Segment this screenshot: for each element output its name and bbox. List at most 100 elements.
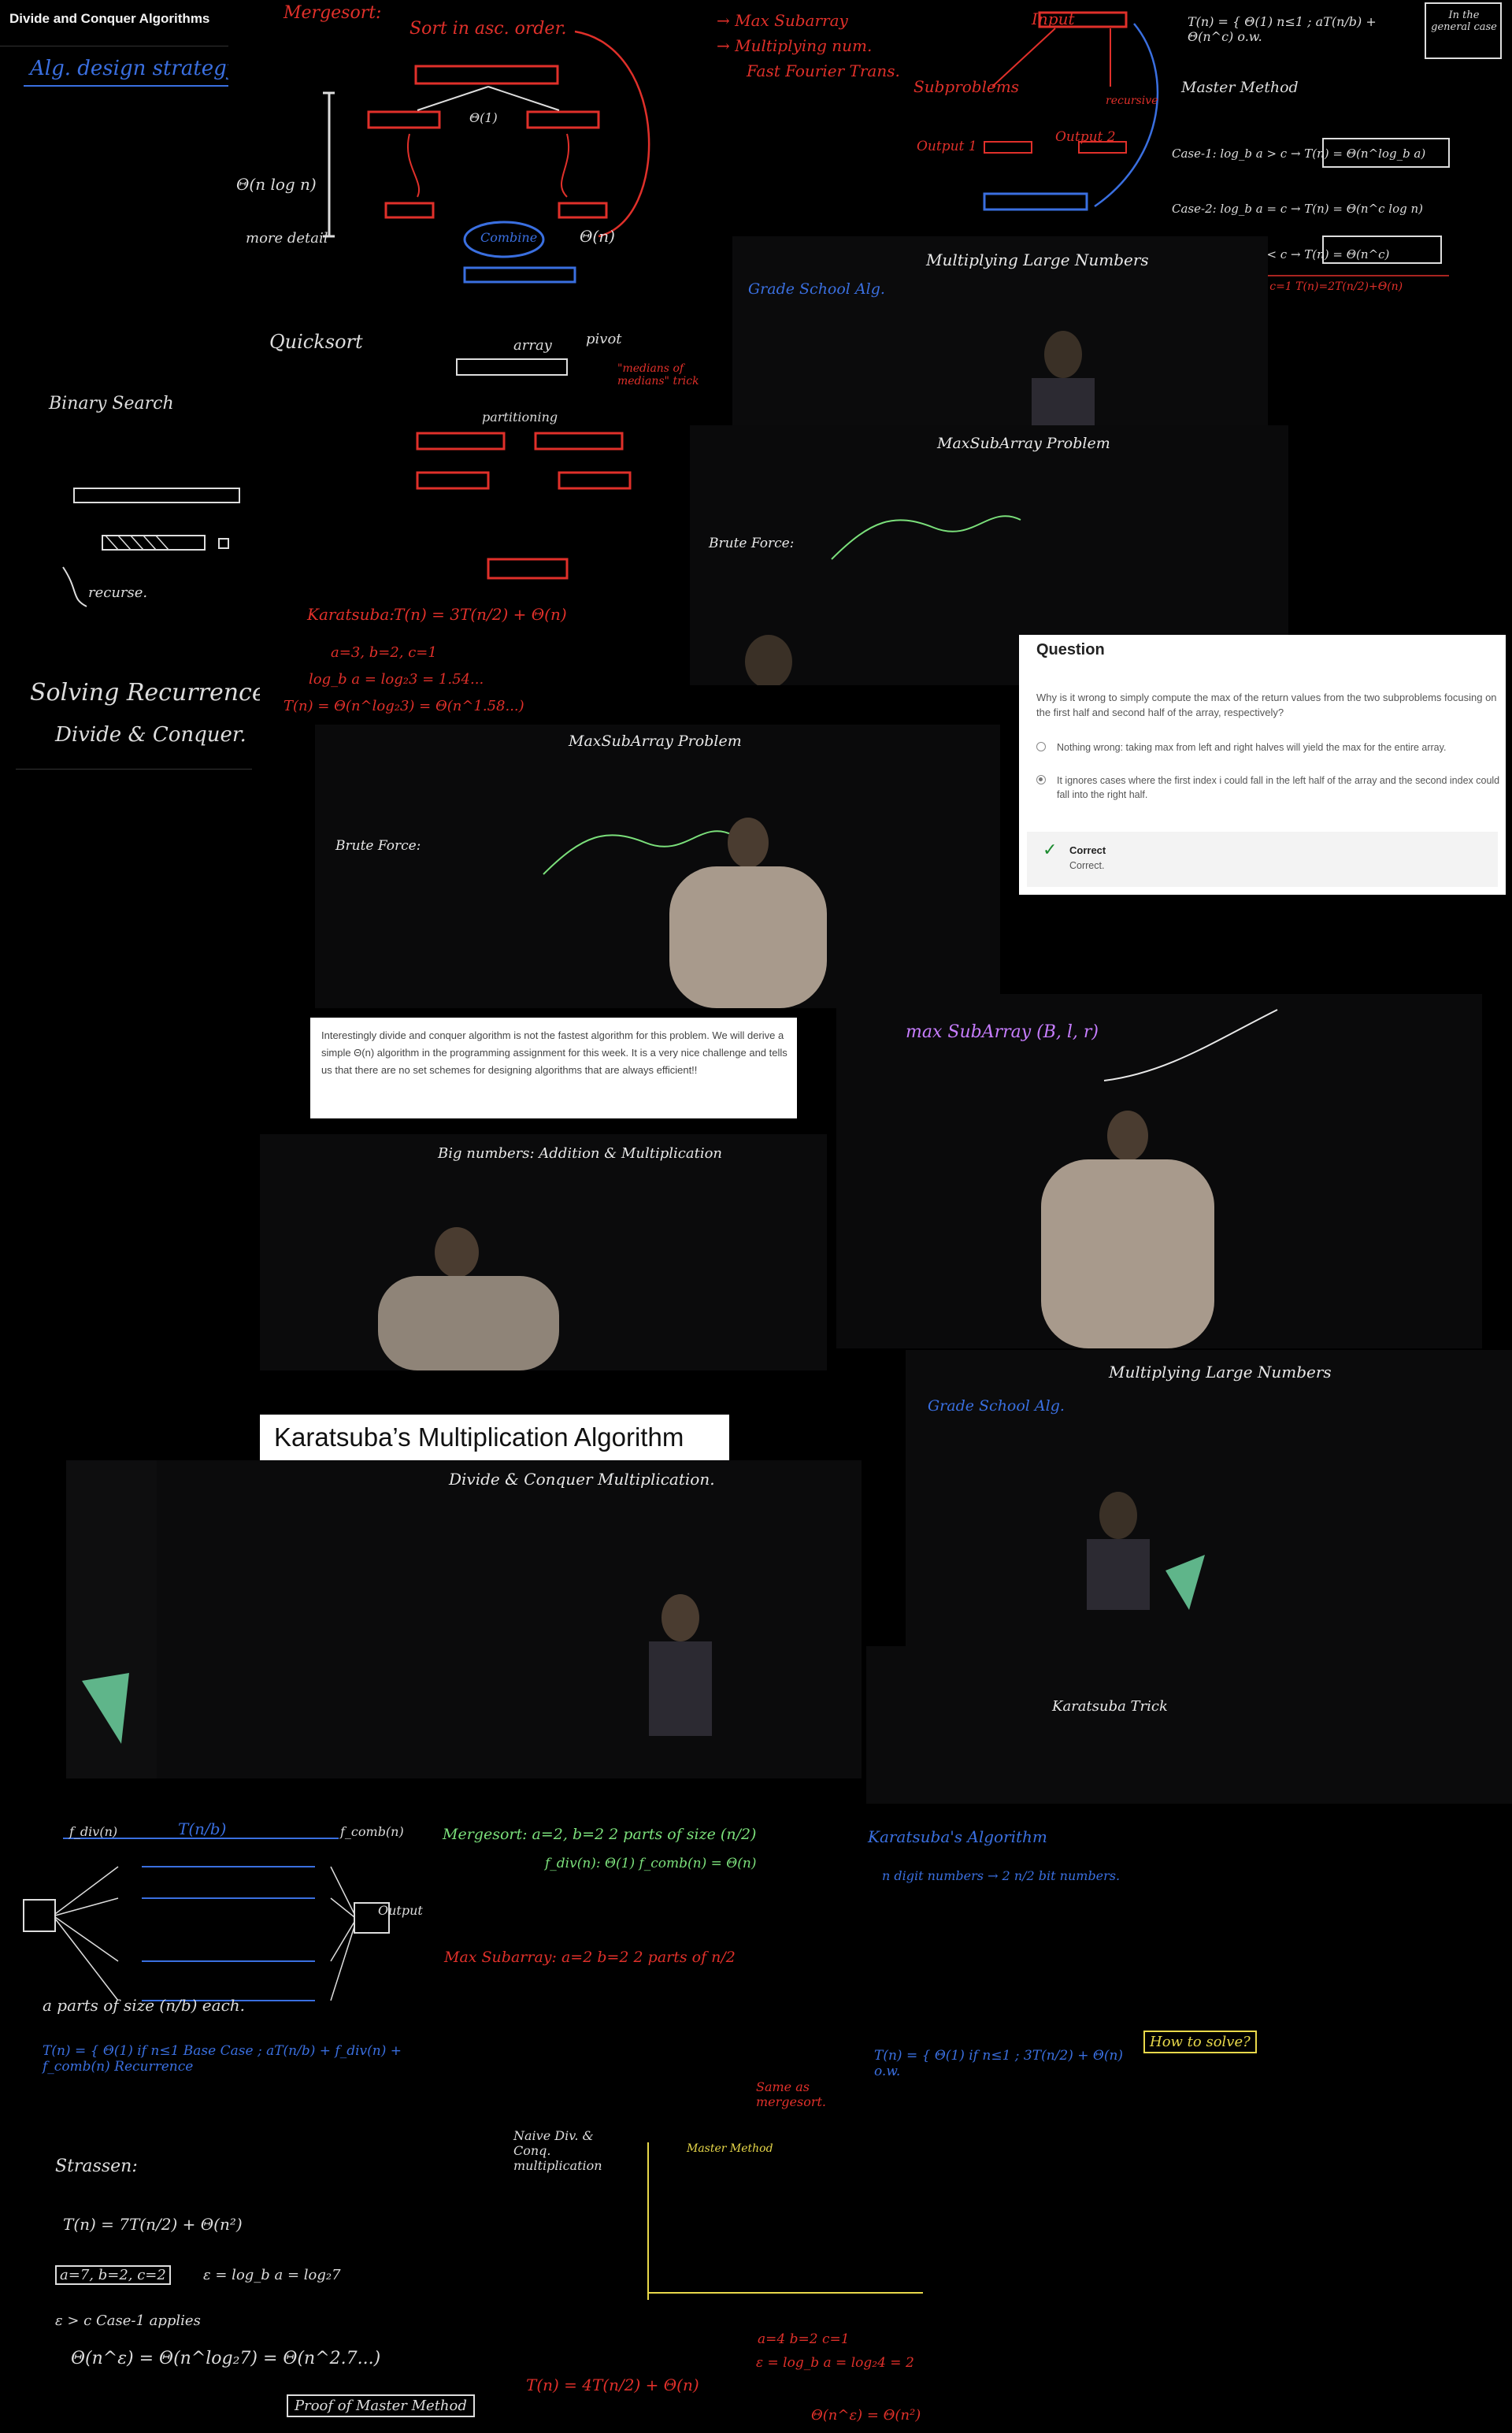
theta-nlogn-label: Θ(n log n) [236, 175, 317, 194]
quiz-prompt: Why is it wrong to simply compute the ma… [1036, 692, 1497, 718]
naive-abc: a=4 b=2 c=1 [758, 2331, 850, 2347]
n-digit-numbers: n digit numbers → 2 n/2 bit numbers. [882, 1868, 1121, 1883]
fdiv-label: f_div(n) [69, 1824, 118, 1839]
quiz-option-label: Nothing wrong: taking max from left and … [1057, 742, 1447, 753]
input-label: Input [1032, 9, 1075, 28]
case1-line: Case-1: log_b a > c → T(n) = Θ(n^log_b a… [1172, 146, 1426, 161]
subproblems-diagram [906, 0, 1166, 221]
big-numbers-slide [260, 1134, 827, 1370]
karatsuba-T-def: T(n) = { Θ(1) if n≤1 ; 3T(n/2) + Θ(n) o.… [874, 2048, 1124, 2079]
radio-selected-icon[interactable] [1036, 775, 1046, 784]
master-table-divider [647, 2142, 649, 2300]
master-method-table-title: Master Method [687, 2142, 773, 2155]
multiplying-large-numbers-title: Multiplying Large Numbers [926, 250, 1149, 269]
section-label: Karatsuba’s Multiplication Algorithm [260, 1415, 729, 1460]
max-subarray-item: → Max Subarray [717, 11, 848, 30]
max-subarray-summary: Max Subarray: a=2 b=2 2 parts of n/2 [444, 1949, 736, 1966]
grade-school-title-2: Grade School Alg. [928, 1397, 1065, 1415]
divide-conquer-title: Divide & Conquer. [55, 723, 246, 747]
karatsuba-note-title: Karatsuba: [307, 605, 395, 624]
recurse-label: recurse. [88, 584, 148, 601]
theta-n-label: Θ(n) [580, 227, 615, 246]
divide-conquer-mult-title: Divide & Conquer Multiplication. [449, 1470, 715, 1489]
solving-recurrences-title: Solving Recurrences [30, 679, 278, 707]
comment-card: Interestingly divide and conquer algorit… [310, 1018, 797, 1118]
karatsuba-result: T(n) = Θ(n^log₂3) = Θ(n^1.58...) [284, 698, 524, 714]
maxsubarray-function-slide [836, 994, 1482, 1348]
comment-text: Interestingly divide and conquer algorit… [321, 1029, 788, 1076]
strassen-result: Θ(n^ε) = Θ(n^log₂7) = Θ(n^2.7...) [71, 2349, 381, 2368]
karatsuba-rec: T(n) = 3T(n/2) + Θ(n) [394, 605, 567, 624]
quiz-result: ✓ Correct Correct. [1027, 832, 1498, 887]
same-as-mergesort: Same as mergesort. [756, 2079, 827, 2109]
naive-result: Θ(n^ε) = Θ(n²) [811, 2407, 921, 2424]
master-T-def: T(n) = { Θ(1) n≤1 ; aT(n/b) + Θ(n^c) o.w… [1188, 14, 1377, 44]
parts-each-label: a parts of size (n/b) each. [43, 1996, 246, 2015]
general-T-def: T(n) = { Θ(1) if n≤1 Base Case ; aT(n/b)… [43, 2043, 402, 2075]
fast-fourier-item: Fast Fourier Trans. [747, 61, 900, 80]
karatsuba-master-slide [260, 599, 709, 740]
subproblems-label: Subproblems [914, 77, 1020, 96]
radio-icon[interactable] [1036, 742, 1046, 751]
binary-search-title: Binary Search [49, 394, 174, 414]
multiplying-num-item: → Multiplying num. [717, 36, 873, 55]
master-method-title: Master Method [1181, 79, 1299, 96]
subtitle-strategy: Alg. design strategy [30, 57, 239, 80]
quiz-card: Question Why is it wrong to simply compu… [1019, 635, 1506, 895]
result-detail: Correct. [1069, 860, 1105, 871]
in-general-case: In the general case [1431, 9, 1497, 33]
karatsuba-abc: a=3, b=2, c=1 [331, 644, 437, 661]
T-nb-label: T(n/b) [178, 1819, 227, 1838]
quiz-heading: Question [1036, 641, 1105, 658]
general-recurrence-diagram [16, 1812, 433, 2016]
recurrences-underline [16, 769, 252, 770]
output2-label: Output 2 [1055, 129, 1116, 145]
result-title: Correct [1069, 844, 1106, 856]
maxsubarray-title-1: MaxSubArray Problem [937, 435, 1110, 452]
multiplying-large-numbers-slide [732, 236, 1268, 433]
fdiv-fcomb-summary: f_div(n): Θ(1) f_comb(n) = Θ(n) [545, 1856, 757, 1871]
strassen-rec: T(n) = 7T(n/2) + Θ(n²) [63, 2215, 243, 2234]
multiplying-large-numbers-title-2: Multiplying Large Numbers [1109, 1363, 1332, 1382]
karatsuba-trick-slide [866, 1646, 1512, 1804]
brute-force-label-2: Brute Force: [335, 838, 421, 854]
strassen-title: Strassen: [55, 2157, 138, 2176]
array-label: array [513, 337, 552, 354]
subtitle-underline [24, 85, 252, 87]
proof-master-method: Proof of Master Method [287, 2394, 475, 2417]
recursive-label: recursive [1106, 95, 1158, 107]
quicksort-title: Quicksort [269, 331, 363, 353]
median-of-medians-label: "medians of medians" trick [617, 362, 699, 388]
more-detail-label: more detail [246, 230, 328, 247]
strassen-abc: a=7, b=2, c=2 [55, 2265, 171, 2285]
grade-school-title: Grade School Alg. [748, 280, 885, 298]
divide-conquer-multiplication-slide [66, 1460, 862, 1778]
output1-label: Output 1 [917, 139, 977, 154]
theta-one-label: Θ(1) [469, 110, 498, 125]
mergesort-sort-label: Sort in asc. order. [410, 19, 567, 39]
case2-line: Case-2: log_b a = c → T(n) = Θ(n^c log n… [1172, 202, 1424, 216]
karatsuba-log: log_b a = log₂3 = 1.54... [309, 671, 484, 688]
combine-label: Combine [480, 230, 538, 245]
karatsuba-trick-title: Karatsuba Trick [1052, 1698, 1168, 1715]
mergesort-title: Mergesort: [284, 3, 382, 23]
maxsubarray-slide-2 [315, 725, 1000, 1008]
case1-applies: ε > c Case-1 applies [55, 2312, 201, 2329]
strassen-eps: ε = log_b a = log₂7 [203, 2267, 341, 2283]
fcomb-label: f_comb(n) [340, 1824, 404, 1839]
app-title: Divide and Conquer Algorithms [9, 11, 210, 26]
binary-search-slide [24, 394, 284, 630]
big-numbers-title: Big numbers: Addition & Multiplication [438, 1145, 723, 1162]
max-subarray-fn-title: max SubArray (B, l, r) [906, 1022, 1099, 1042]
naive-dc-title: Naive Div. & Conq. multiplication [513, 2128, 602, 2173]
master-table-hline [647, 2292, 923, 2294]
quicksort-slide [260, 315, 732, 599]
naive-rec: T(n) = 4T(n/2) + Θ(n) [526, 2376, 699, 2394]
quiz-option-label: It ignores cases where the first index i… [1057, 775, 1500, 800]
karatsuba-algorithm-title: Karatsuba's Algorithm [868, 1827, 1047, 1846]
mergesort-summary: Mergesort: a=2, b=2 2 parts of size (n/2… [443, 1826, 757, 1843]
pivot-label: pivot [586, 331, 622, 347]
check-icon: ✓ [1043, 840, 1058, 859]
partitioning-label: partitioning [482, 410, 558, 425]
how-to-solve-label: How to solve? [1143, 2031, 1257, 2053]
